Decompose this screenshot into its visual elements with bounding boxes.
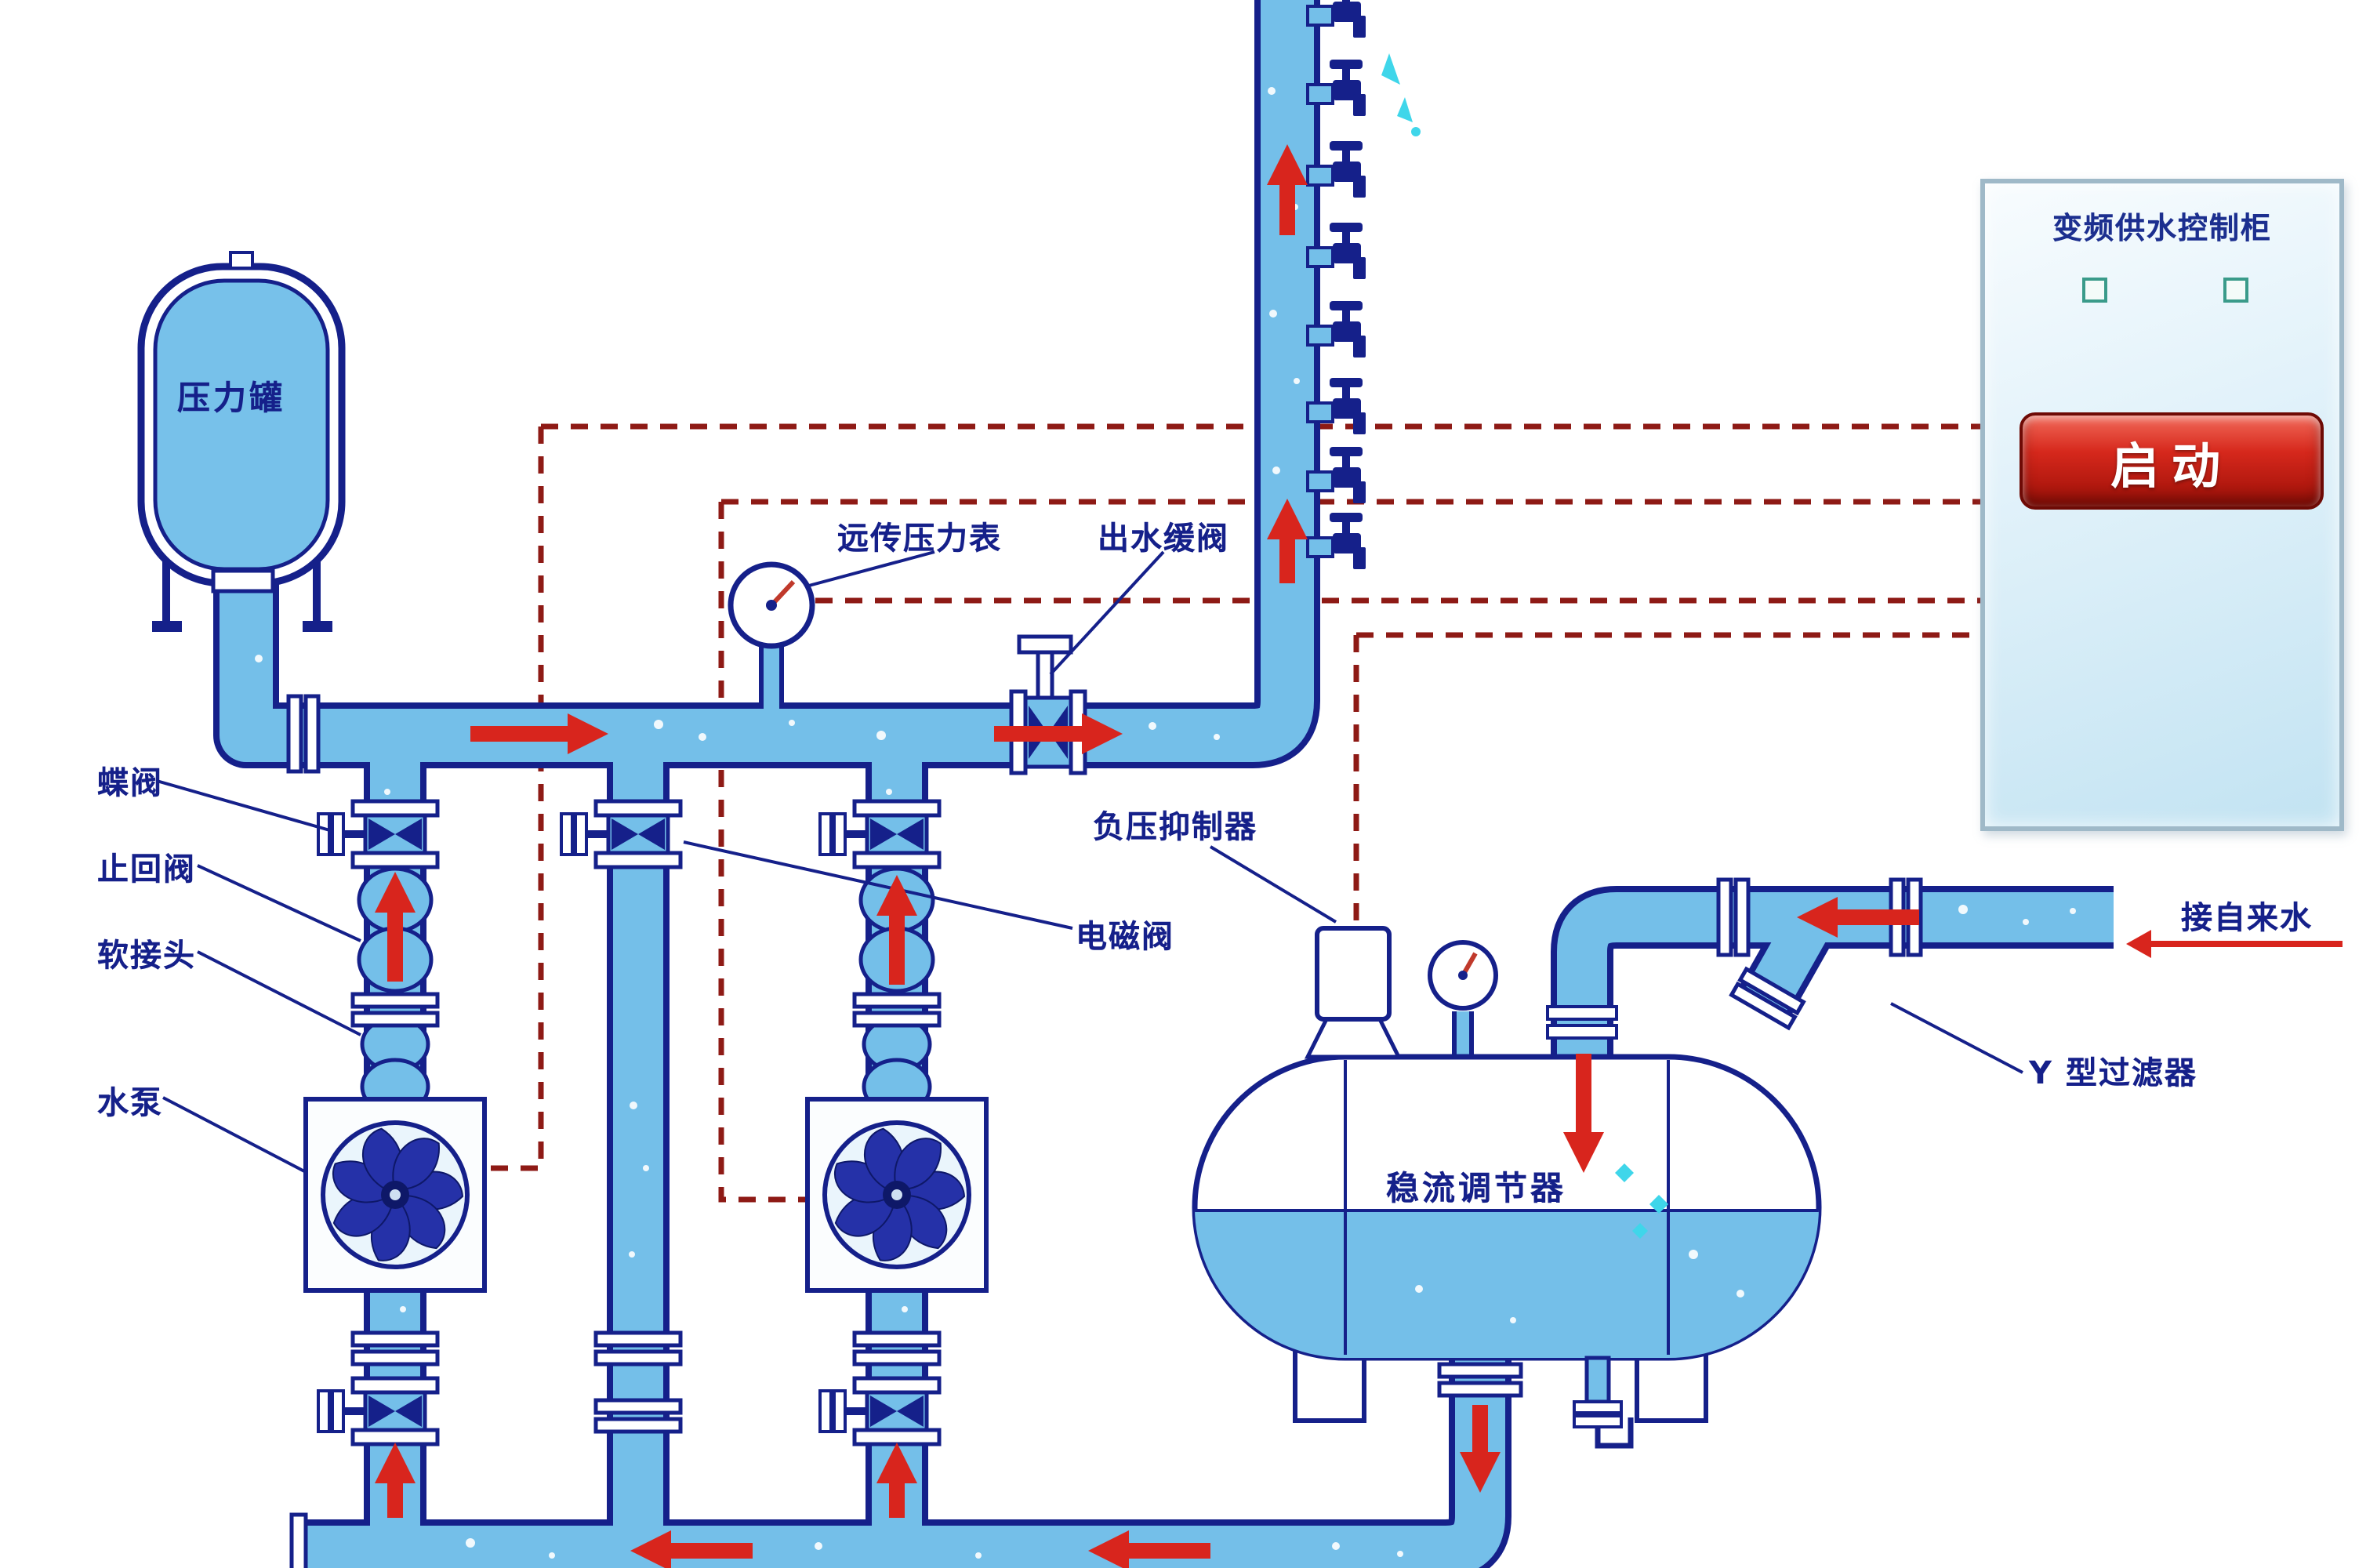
- remote-pressure-gauge: [728, 561, 815, 649]
- butterfly-valve-label: 蝶阀: [97, 764, 163, 801]
- flow-regulator-tank: [1192, 1054, 1822, 1423]
- tank-inlet-collar: [1546, 1005, 1618, 1040]
- pump-2: [807, 1099, 986, 1290]
- y-filter: [1729, 966, 1806, 1031]
- indicator-light-right: [2223, 278, 2248, 303]
- outlet-valve: [1009, 634, 1087, 775]
- pressure-tank-label: 压力罐: [177, 379, 285, 417]
- soft-joint-label: 软接头: [97, 936, 196, 974]
- pump-1: [306, 1099, 484, 1290]
- negative-pressure-suppressor-label: 负压抑制器: [1093, 808, 1257, 845]
- water-splash: [1381, 53, 1421, 136]
- flow-regulator-label: 稳流调节器: [1386, 1170, 1566, 1207]
- pressure-tank: [137, 251, 346, 632]
- outlet-valve-label: 出水缓阀: [1098, 519, 1229, 557]
- tank-drain-valve: [1573, 1356, 1634, 1449]
- remote-pressure-gauge-label: 远传压力表: [837, 519, 1002, 557]
- bottom-pipe-endcap: [289, 1512, 308, 1568]
- flow-arrows: [375, 144, 2343, 1568]
- pipes-outline: [213, 0, 2114, 1568]
- branch-valves-top: [318, 801, 939, 867]
- check-valve-label: 止回阀: [97, 850, 196, 887]
- start-button[interactable]: 启动: [2020, 412, 2324, 510]
- pipes-fill: [220, 0, 2114, 1568]
- tank-pressure-gauge: [1428, 940, 1498, 1011]
- indicator-light-left: [2082, 278, 2107, 303]
- solenoid-valve-label: 电磁阀: [1076, 917, 1174, 955]
- negative-pressure-suppressor: [1304, 926, 1403, 1059]
- y-filter-label: Y 型过滤器: [2029, 1054, 2197, 1091]
- control-cabinet-title: 变频供水控制柜: [2052, 212, 2272, 246]
- main-pipe-flange: [286, 694, 321, 774]
- tank-outlet-flange: [1437, 1362, 1523, 1398]
- water-pump-label: 水泵: [97, 1083, 163, 1121]
- control-cabinet: 变频供水控制柜 启动: [1980, 179, 2344, 831]
- pointer-lines: [156, 550, 2023, 1174]
- tap-water-inlet-label: 接自来水: [2181, 898, 2313, 936]
